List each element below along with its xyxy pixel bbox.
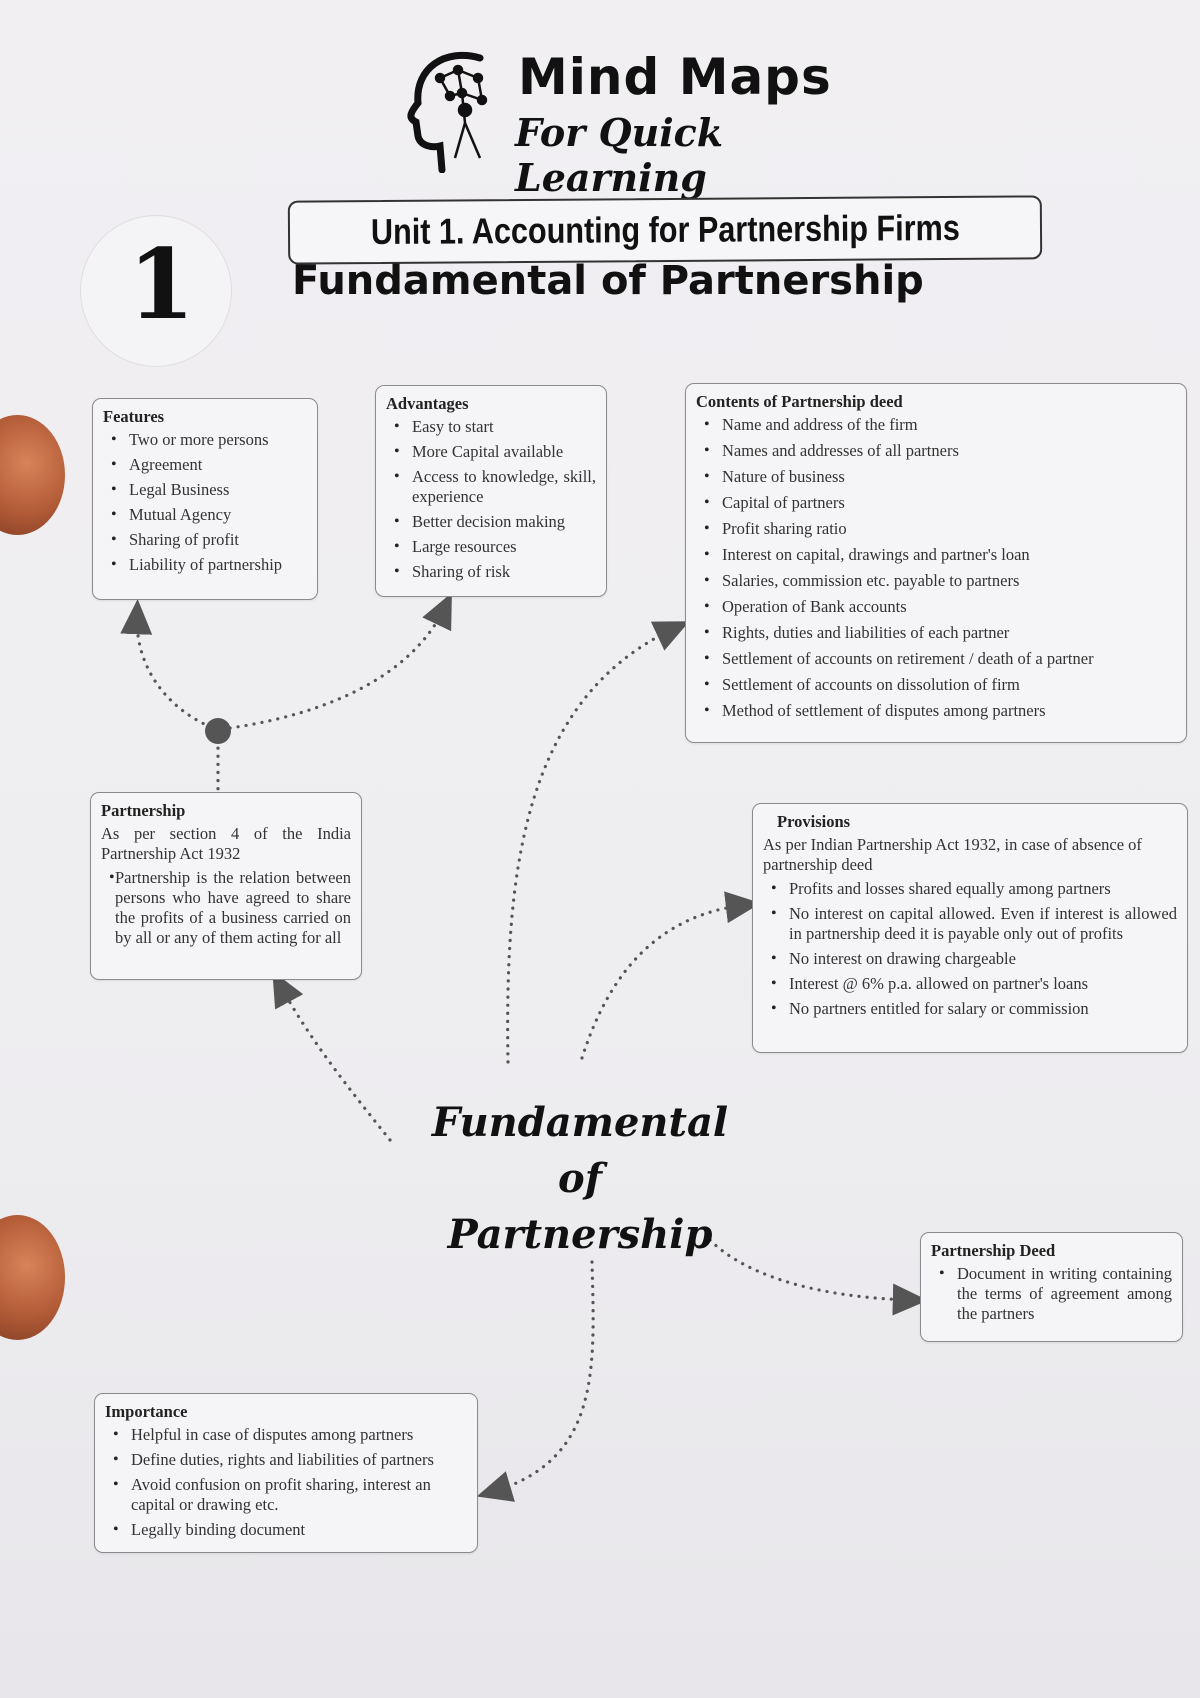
- list-item: Helpful in case of disputes among partne…: [105, 1425, 467, 1445]
- list-item: Sharing of profit: [103, 530, 307, 550]
- partnership-title: Partnership: [101, 801, 186, 820]
- hub-dot: [205, 718, 231, 744]
- list-item: No partners entitled for salary or commi…: [763, 999, 1177, 1019]
- partnership-deed-box: Partnership Deed Document in writing con…: [920, 1232, 1183, 1342]
- provisions-box: Provisions As per Indian Partnership Act…: [752, 803, 1188, 1053]
- list-item: Method of settlement of disputes among p…: [696, 701, 1176, 721]
- list-item: Sharing of risk: [386, 562, 596, 582]
- list-item: Names and addresses of all partners: [696, 441, 1176, 461]
- list-item: Capital of partners: [696, 493, 1176, 513]
- partnership-box: Partnership As per section 4 of the Indi…: [90, 792, 362, 980]
- list-item: Nature of business: [696, 467, 1176, 487]
- partnership-list: Partnership is the relation between pers…: [101, 868, 351, 948]
- center-title-line1: Fundamental: [431, 1099, 729, 1146]
- list-item: No interest on capital allowed. Even if …: [763, 904, 1177, 944]
- list-item: Define duties, rights and liabilities of…: [105, 1450, 467, 1470]
- list-item: Salaries, commission etc. payable to par…: [696, 571, 1176, 591]
- list-item: Interest on capital, drawings and partne…: [696, 545, 1176, 565]
- advantages-list: Easy to start More Capital available Acc…: [386, 417, 596, 582]
- list-item: More Capital available: [386, 442, 596, 462]
- list-item: Better decision making: [386, 512, 596, 532]
- list-item: No interest on drawing chargeable: [763, 949, 1177, 969]
- provisions-intro: As per Indian Partnership Act 1932, in c…: [763, 835, 1142, 874]
- features-list: Two or more persons Agreement Legal Busi…: [103, 430, 307, 575]
- provisions-list: Profits and losses shared equally among …: [763, 879, 1177, 1019]
- list-item: Profit sharing ratio: [696, 519, 1176, 539]
- contents-list: Name and address of the firm Names and a…: [696, 415, 1176, 721]
- importance-box: Importance Helpful in case of disputes a…: [94, 1393, 478, 1553]
- list-item: Document in writing containing the terms…: [931, 1264, 1172, 1324]
- advantages-box: Advantages Easy to start More Capital av…: [375, 385, 607, 597]
- list-item: Interest @ 6% p.a. allowed on partner's …: [763, 974, 1177, 994]
- importance-list: Helpful in case of disputes among partne…: [105, 1425, 467, 1540]
- list-item: Settlement of accounts on dissolution of…: [696, 675, 1176, 695]
- partnership-intro: As per section 4 of the India Partnershi…: [101, 824, 351, 863]
- list-item: Mutual Agency: [103, 505, 307, 525]
- advantages-title: Advantages: [386, 394, 469, 413]
- contents-title: Contents of Partnership deed: [696, 392, 903, 411]
- list-item: Access to knowledge, skill, experience: [386, 467, 596, 507]
- list-item: Easy to start: [386, 417, 596, 437]
- provisions-title: Provisions: [777, 812, 851, 831]
- chapter-title: Fundamental of Partnership: [292, 258, 924, 304]
- list-item: Liability of partnership: [103, 555, 307, 575]
- logo-title: Mind Maps: [518, 48, 832, 106]
- features-title: Features: [103, 407, 165, 426]
- logo-subtitle: For Quick Learning: [515, 110, 724, 200]
- list-item: Two or more persons: [103, 430, 307, 450]
- list-item: Agreement: [103, 455, 307, 475]
- brain-head-icon: [407, 51, 488, 173]
- list-item: Legal Business: [103, 480, 307, 500]
- center-title: Fundamental of Partnership: [430, 1095, 730, 1263]
- list-item: Large resources: [386, 537, 596, 557]
- list-item: Operation of Bank accounts: [696, 597, 1176, 617]
- contents-box: Contents of Partnership deed Name and ad…: [685, 383, 1187, 743]
- list-item: Name and address of the firm: [696, 415, 1176, 435]
- list-item: Partnership is the relation between pers…: [101, 868, 351, 948]
- list-item: Settlement of accounts on retirement / d…: [696, 649, 1176, 669]
- list-item: Rights, duties and liabilities of each p…: [696, 623, 1176, 643]
- deed-list: Document in writing containing the terms…: [931, 1264, 1172, 1324]
- deed-title: Partnership Deed: [931, 1241, 1056, 1260]
- features-box: Features Two or more persons Agreement L…: [92, 398, 318, 600]
- list-item: Profits and losses shared equally among …: [763, 879, 1177, 899]
- chapter-circle: [80, 215, 232, 367]
- center-title-line2: of Partnership: [447, 1155, 713, 1258]
- importance-title: Importance: [105, 1402, 188, 1421]
- logo: Mind Maps For Quick Learning: [400, 48, 900, 200]
- chapter-number: 1: [128, 228, 195, 341]
- list-item: Legally binding document: [105, 1520, 467, 1540]
- list-item: Avoid confusion on profit sharing, inter…: [105, 1475, 467, 1515]
